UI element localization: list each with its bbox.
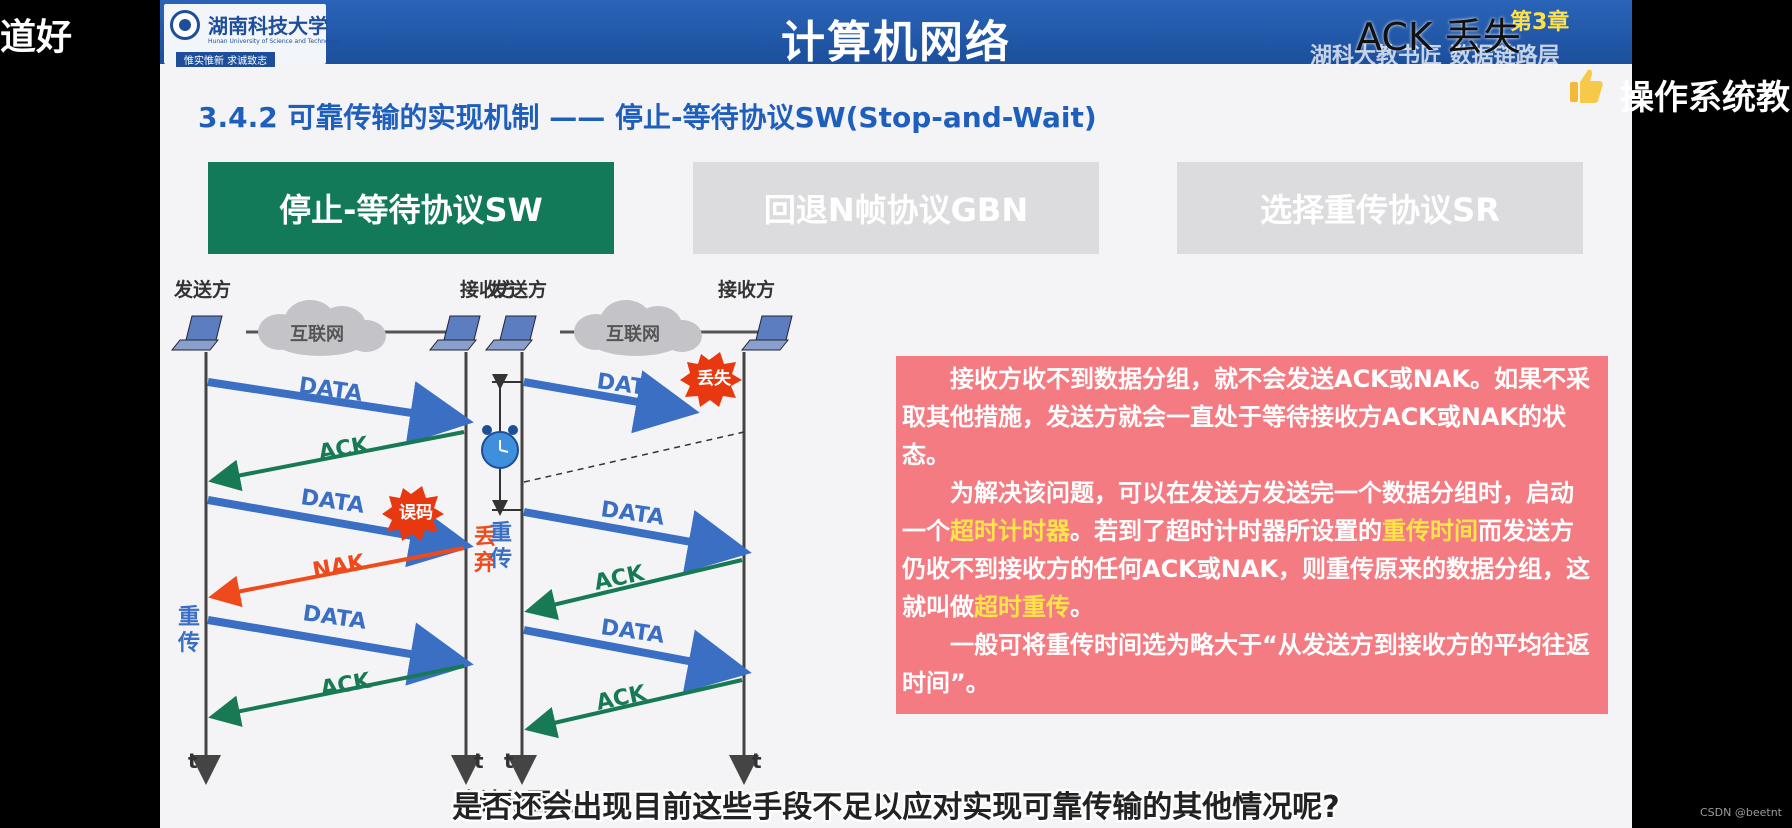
lost-badge: 丢失 <box>697 368 732 389</box>
overlay-left-text: 道好 <box>0 17 73 58</box>
receiver-label: 接收方 <box>718 278 775 301</box>
explanation-text: 为解决该问题，可以在发送方发送完一个数据分组时，启动一个 <box>902 479 1574 545</box>
thumbs-up-icon <box>1570 69 1603 103</box>
university-logo: 湖南科技大学 Hunan University of Science and T… <box>164 4 341 67</box>
laptop-icon <box>428 315 481 351</box>
cloud-icon <box>574 300 702 356</box>
data-label: DATA <box>301 601 368 635</box>
nak-label: NAK <box>311 550 368 584</box>
overlay-right-text: 操作系统教 <box>1620 78 1790 118</box>
overlay-ack-lost-label: ACK 丢失 <box>1356 15 1521 59</box>
data-arrow <box>523 508 752 574</box>
ack-arrow <box>524 678 743 739</box>
burst-icon <box>680 352 742 407</box>
time-label: t <box>188 749 198 773</box>
ack-label: ACK <box>592 561 647 596</box>
university-motto: 惟实惟新 求诚致志 <box>176 52 276 67</box>
retransmit-char-2: 传 <box>489 547 512 572</box>
highlight-retransmit-time: 重传时间 <box>1382 517 1478 545</box>
course-title: 计算机网络 <box>781 17 1011 68</box>
data-arrow <box>523 370 700 434</box>
ack-label: ACK <box>317 432 372 466</box>
protocol-diagrams: 发送方 接收方 互联网 t t DA <box>170 278 793 785</box>
explanation-text: 而发送方仍收不到接收方的任何ACK或NAK，则重传原来的数据分组，这就叫做 <box>902 517 1591 621</box>
alarm-clock-icon <box>481 425 519 469</box>
ack-label: ACK <box>319 668 374 702</box>
university-seal-icon <box>170 10 200 40</box>
burst-icon <box>382 486 444 541</box>
time-label: t <box>504 749 514 773</box>
ack-arrow <box>208 430 465 492</box>
sender-label: 发送方 <box>489 278 547 301</box>
laptop-icon <box>170 315 223 351</box>
retransmit-char-1: 重 <box>178 605 200 630</box>
diagram-left: 发送方 接收方 互联网 t t DA <box>170 278 517 785</box>
bottom-caption: 确认与否认 <box>455 788 575 816</box>
ack-arrow <box>208 664 465 727</box>
data-label: DATA <box>297 373 364 407</box>
nak-arrow <box>208 546 465 608</box>
tab-go-back-n[interactable]: 回退N帧协议GBN <box>693 162 1099 254</box>
explanation-text: 。若到了超时计时器所设置的 <box>1070 517 1382 545</box>
chapter-subtitle: 湖科大教书匠 数据链路层 <box>1310 44 1560 69</box>
retransmit-label: 重传 <box>489 521 512 572</box>
tab-stop-and-wait[interactable]: 停止-等待协议SW <box>208 162 614 254</box>
retransmit-label: 重传 <box>177 605 200 656</box>
slide: 湖南科技大学 Hunan University of Science and T… <box>160 0 1632 828</box>
header-banner: 湖南科技大学 Hunan University of Science and T… <box>160 0 1632 69</box>
network-label: 互联网 <box>290 324 344 345</box>
watermark: CSDN @beetnt <box>1700 806 1782 819</box>
explanation-paragraph-3: 一般可将重传时间选为略大于“从发送方到接收方的平均往返时间”。 <box>902 631 1590 697</box>
ack-label: ACK <box>594 681 649 716</box>
laptop-icon <box>484 315 537 351</box>
data-arrow <box>207 616 474 686</box>
retransmit-char-2: 传 <box>177 631 200 656</box>
diagram-right: 发送方 接收方 互联网 t t <box>481 278 793 785</box>
video-subtitle: 是否还会出现目前这些手段不足以应对实现可靠传输的其他情况呢? <box>452 790 1340 825</box>
discard-char-1: 丢 <box>474 525 496 550</box>
timeout-dashed-line <box>523 431 745 483</box>
discard-char-2: 弃 <box>474 550 496 576</box>
section-title: 3.4.2 可靠传输的实现机制 —— 停止-等待协议SW(Stop-and-Wa… <box>198 101 1097 134</box>
explanation-box: 接收方收不到数据分组，就不会发送ACK或NAK。如果不采取其他措施，发送方就会一… <box>896 356 1608 714</box>
highlight-timeout-retransmit: 超时重传 <box>974 593 1070 621</box>
ack-arrow <box>524 558 743 621</box>
data-arrow <box>523 626 752 693</box>
cloud-icon <box>258 300 386 356</box>
retransmit-char-1: 重 <box>490 521 512 546</box>
explanation-paragraph-1: 接收方收不到数据分组，就不会发送ACK或NAK。如果不采取其他措施，发送方就会一… <box>902 365 1591 469</box>
explanation-text: 。 <box>1070 593 1094 621</box>
data-arrow <box>207 378 474 445</box>
network-label: 互联网 <box>606 324 660 345</box>
sender-label: 发送方 <box>173 278 231 301</box>
tab-selective-repeat[interactable]: 选择重传协议SR <box>1177 162 1583 254</box>
error-badge: 误码 <box>399 503 433 523</box>
highlight-timeout-timer: 超时计时器 <box>950 517 1070 545</box>
time-label: t <box>474 749 484 773</box>
chapter-label: 第3章 <box>1510 10 1570 35</box>
time-label: t <box>752 749 762 773</box>
discard-label: 丢弃 <box>474 525 496 576</box>
explanation-paragraph-2: 为解决该问题，可以在发送方发送完一个数据分组时，启动一个超时计时器。若到了超时计… <box>902 474 1596 626</box>
laptop-icon <box>740 315 793 351</box>
university-english-name: Hunan University of Science and Technolo… <box>208 38 342 45</box>
receiver-label: 接收方 <box>460 278 517 301</box>
university-name: 湖南科技大学 <box>208 14 328 38</box>
